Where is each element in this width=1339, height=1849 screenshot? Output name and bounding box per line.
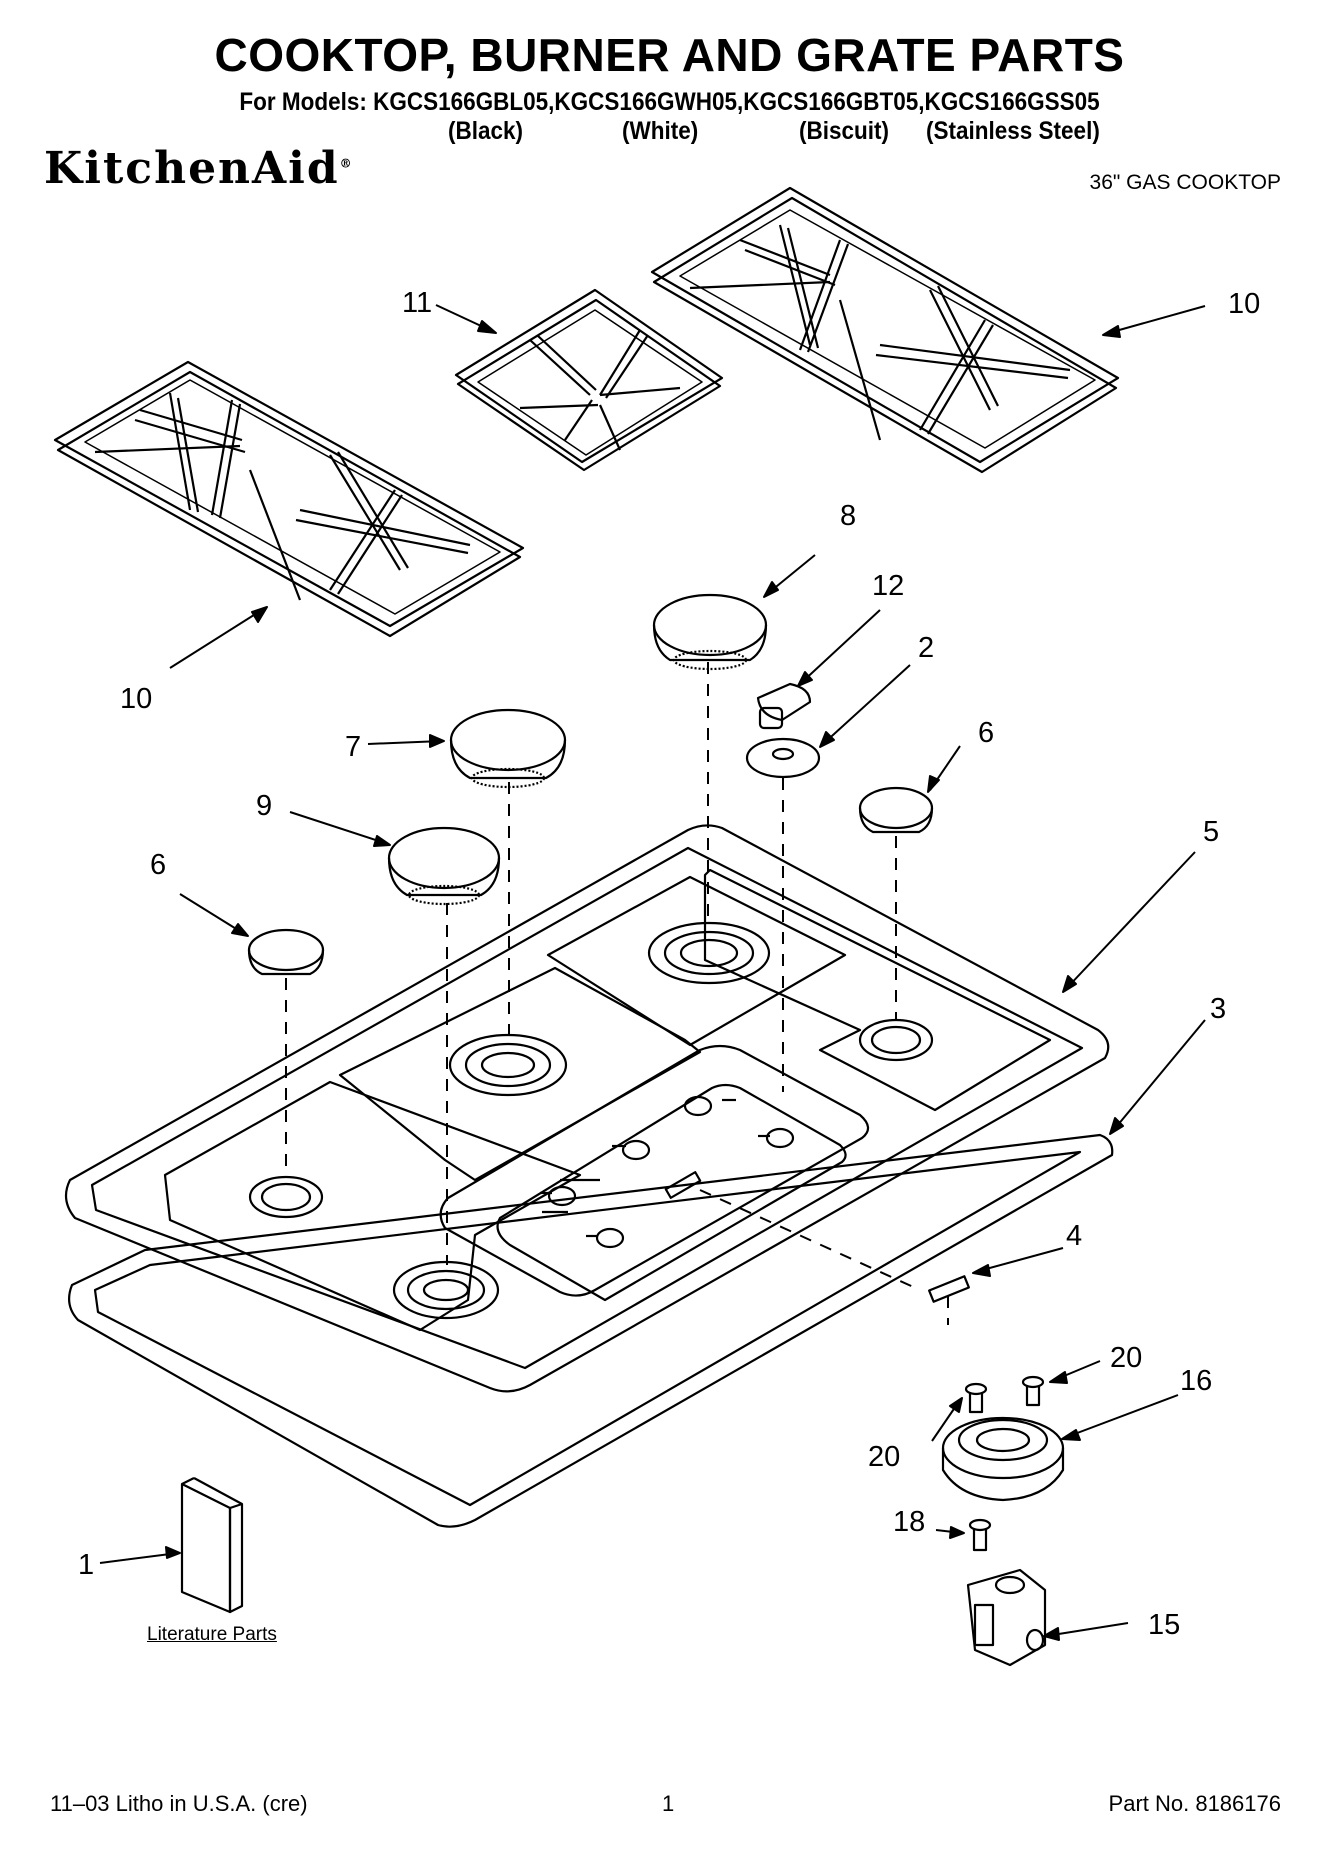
- footer-litho: 11–03 Litho in U.S.A. (cre): [50, 1791, 308, 1816]
- bezel-2: [745, 737, 821, 779]
- part-4-label: [928, 1275, 970, 1303]
- callout-16: 16: [1180, 1365, 1212, 1397]
- screw-20-left: [964, 1382, 988, 1414]
- literature-parts-label: Literature Parts: [147, 1624, 277, 1645]
- alignment-lines: [285, 662, 949, 1325]
- callout-18: 18: [893, 1506, 925, 1538]
- grate-center: [454, 288, 724, 472]
- cap-6-right: [858, 786, 934, 834]
- burner-base-16: [941, 1416, 1065, 1502]
- callout-3: 3: [1210, 993, 1226, 1025]
- callout-10-right: 10: [1228, 288, 1260, 320]
- cap-7: [449, 708, 567, 789]
- variant-stainless: (Stainless Steel): [926, 117, 1100, 145]
- screw-18: [968, 1518, 992, 1552]
- variant-white: (White): [622, 117, 699, 145]
- leader-arrows: [99, 304, 1206, 1641]
- literature-booklet: [180, 1477, 244, 1614]
- callout-6-left: 6: [150, 849, 166, 881]
- product-subtitle: 36" GAS COOKTOP: [1089, 171, 1281, 194]
- callout-2: 2: [918, 632, 934, 664]
- cap-9: [387, 826, 501, 906]
- grate-right: [650, 186, 1120, 474]
- cap-6-left: [247, 928, 325, 976]
- callout-7: 7: [345, 731, 361, 763]
- callout-10-left: 10: [120, 683, 152, 715]
- callout-12: 12: [872, 570, 904, 602]
- valve-15: [966, 1568, 1047, 1667]
- callout-15: 15: [1148, 1609, 1180, 1641]
- callout-4: 4: [1066, 1220, 1082, 1252]
- callout-5: 5: [1203, 816, 1219, 848]
- callout-6-right: 6: [978, 717, 994, 749]
- cooktop-assembly: [64, 824, 1114, 1528]
- screw-20-right: [1021, 1375, 1045, 1407]
- variant-biscuit: (Biscuit): [799, 117, 889, 145]
- grate-left: [53, 360, 525, 638]
- callout-8: 8: [840, 500, 856, 532]
- footer-page-number: 1: [662, 1791, 675, 1816]
- callout-1: 1: [78, 1549, 94, 1581]
- callout-11: 11: [402, 287, 432, 319]
- variant-black: (Black): [448, 117, 524, 145]
- cap-8: [652, 593, 768, 671]
- callout-20-left: 20: [868, 1441, 900, 1473]
- page-title: COOKTOP, BURNER AND GRATE PARTS: [214, 29, 1125, 81]
- callout-20-right: 20: [1110, 1342, 1142, 1374]
- brand-logo: KitchenAid®: [44, 143, 354, 194]
- control-holes: [540, 1095, 795, 1249]
- models-line: For Models: KGCS166GBL05,KGCS166GWH05,KG…: [239, 88, 1100, 116]
- knob-12: [756, 682, 812, 730]
- footer-part-number: Part No. 8186176: [1108, 1791, 1281, 1816]
- callout-9: 9: [256, 790, 272, 822]
